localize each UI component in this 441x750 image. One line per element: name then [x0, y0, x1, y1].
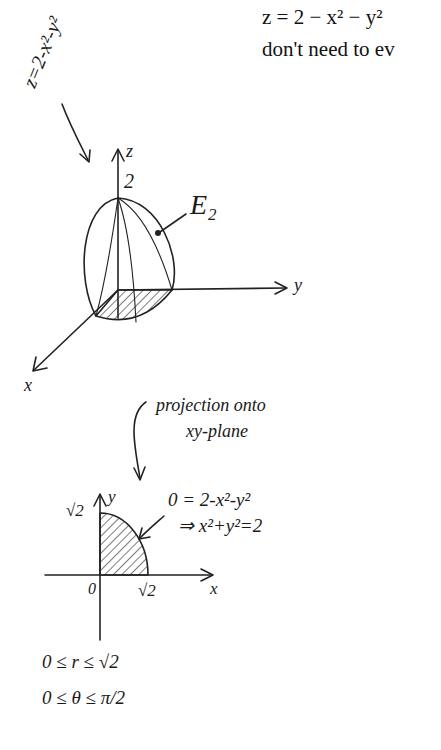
tick-label: √2 — [66, 502, 84, 521]
solid-outline — [84, 198, 118, 316]
leader-dot — [156, 231, 160, 235]
annotation: xy-plane — [186, 422, 248, 442]
x-axis — [34, 290, 118, 370]
origin-label: 0 — [88, 580, 96, 598]
quarter-disk — [100, 513, 148, 575]
solid-trace — [96, 198, 118, 316]
axis-label: x — [24, 376, 32, 396]
axis-label: z — [126, 142, 133, 162]
axis-label: y — [294, 276, 302, 296]
surface-label: z=2-x²-y² — [18, 13, 66, 90]
y-axis — [99, 495, 101, 640]
equation-label: ⇒ x²+y²=2 — [178, 516, 262, 537]
bound-label: 0 ≤ θ ≤ π/2 — [42, 688, 125, 709]
solid-trace — [118, 198, 172, 290]
arrow-head — [94, 494, 106, 506]
leader-arrow — [62, 104, 88, 160]
bound-label: 0 ≤ r ≤ √2 — [42, 652, 119, 673]
y-axis — [118, 288, 286, 290]
tick-label: √2 — [138, 582, 156, 601]
projection-arrow — [134, 402, 146, 478]
annotation: projection onto — [156, 396, 266, 416]
solid-trace — [118, 198, 136, 322]
arrow-head — [80, 150, 90, 162]
arrow-head — [134, 467, 145, 480]
arrow-head — [139, 528, 150, 539]
axis-label: y — [108, 488, 116, 507]
printed-note: don't need to ev — [262, 38, 395, 61]
region-label: E₂ — [190, 190, 217, 221]
arrow-head — [33, 357, 47, 371]
solid-outline — [118, 198, 174, 290]
arrow-head — [275, 282, 287, 294]
tick-label: 2 — [124, 170, 134, 192]
arrow-head — [112, 149, 124, 161]
leader-arrow — [140, 516, 164, 538]
axis-label: x — [210, 580, 218, 599]
x-axis — [45, 574, 212, 576]
z-axis — [117, 150, 119, 318]
printed-equation: z = 2 − x² − y² — [262, 6, 382, 29]
leader-line — [160, 214, 186, 232]
equation-label: 0 = 2-x²-y² — [168, 490, 250, 511]
